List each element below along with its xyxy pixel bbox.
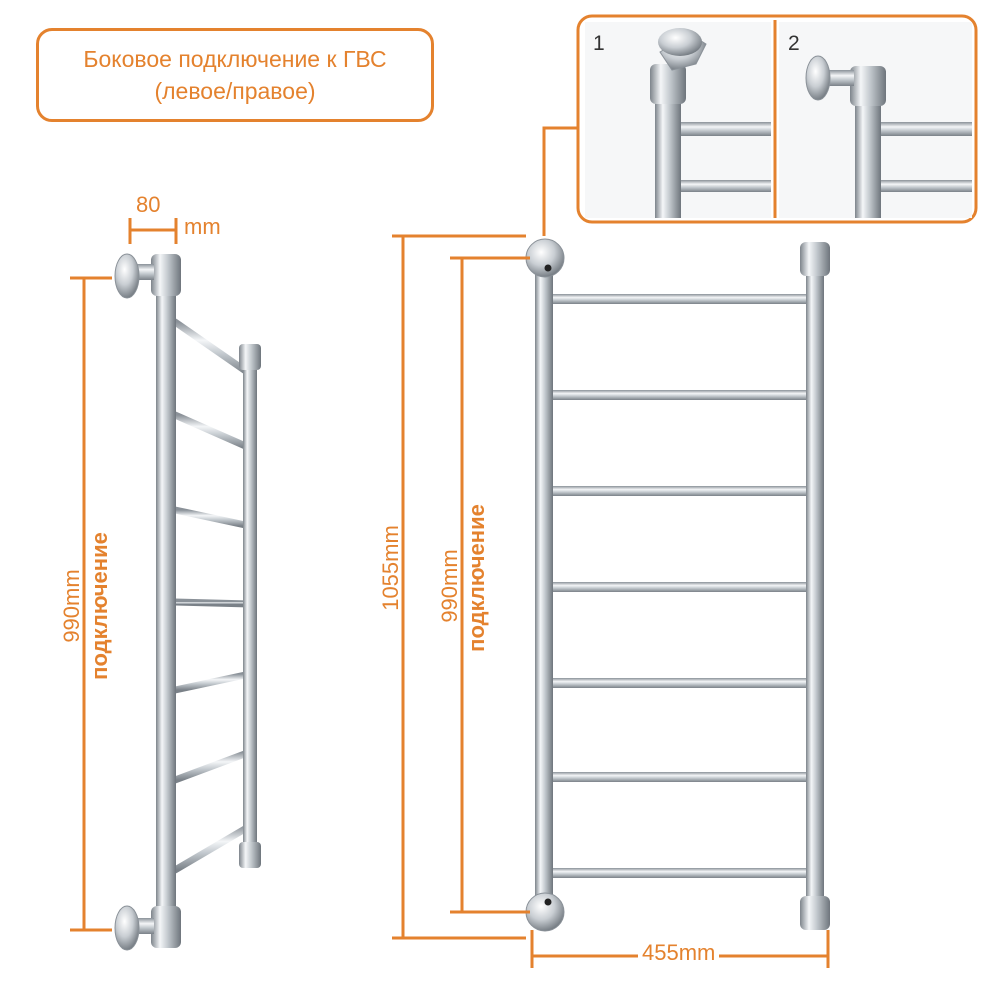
front-height-label: 990mm bbox=[437, 549, 462, 623]
front-connection-label: подключение bbox=[464, 504, 489, 652]
variant-2-closeup bbox=[779, 22, 972, 218]
title-line-2: (левое/правое) bbox=[154, 78, 316, 104]
variant-1-closeup bbox=[585, 22, 771, 218]
title-line-1: Боковое подключение к ГВС bbox=[83, 46, 387, 72]
front-view-rail bbox=[525, 238, 830, 932]
side-view-rail bbox=[114, 253, 261, 951]
depth-unit-label: mm bbox=[184, 214, 221, 239]
side-dimension-lines bbox=[70, 218, 178, 932]
side-height-label: 990mm bbox=[59, 569, 84, 643]
connection-type-title: Боковое подключение к ГВС (левое/правое) bbox=[36, 28, 434, 122]
side-connection-label: подключение bbox=[87, 532, 112, 680]
depth-value-label: 80 bbox=[136, 192, 161, 217]
width-label: 455mm bbox=[638, 940, 720, 966]
variant-2-number: 2 bbox=[788, 32, 800, 55]
total-height-label: 1055mm bbox=[378, 525, 403, 611]
inset-leader-line bbox=[542, 126, 578, 236]
connection-variants-inset bbox=[576, 14, 978, 224]
variant-1-number: 1 bbox=[593, 32, 605, 55]
front-dimension-lines bbox=[392, 234, 830, 968]
